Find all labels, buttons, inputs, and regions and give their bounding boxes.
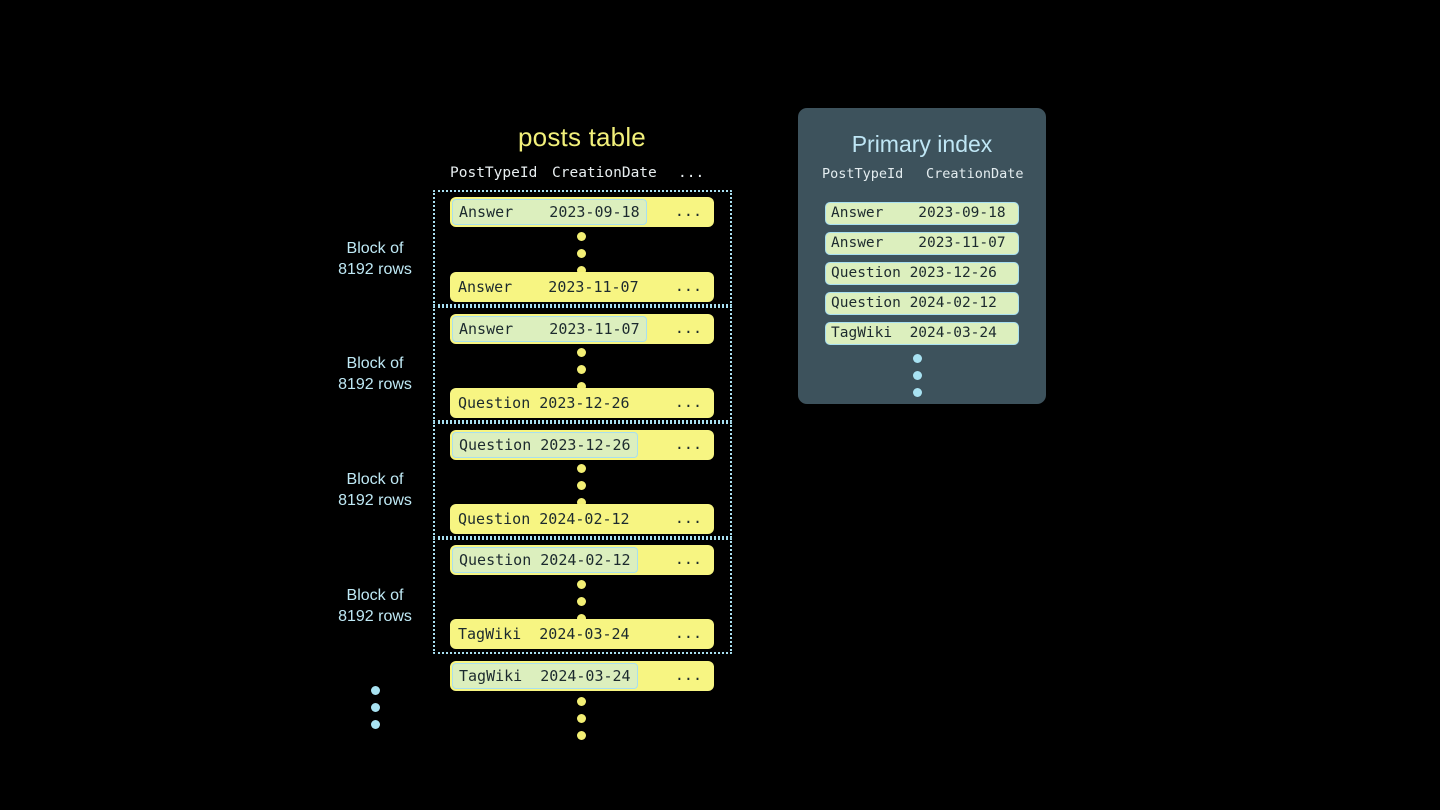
index-row[interactable]: Answer 2023-09-18: [825, 202, 1019, 225]
table-block: [433, 306, 732, 422]
column-header-posttypeid: PostTypeId: [822, 166, 904, 182]
block-label: Block of 8192 rows: [300, 585, 450, 627]
table-row[interactable]: Answer 2023-11-07 ...: [450, 272, 714, 302]
index-row-text: Question 2023-12-26: [831, 265, 997, 281]
block-label-line1: Block of: [346, 587, 404, 604]
index-row-text: Question 2024-02-12: [831, 295, 997, 311]
index-row-text: Answer 2023-11-07: [831, 235, 1006, 251]
table-row[interactable]: Question 2024-02-12 ...: [450, 504, 714, 534]
table-row[interactable]: Question 2024-02-12 ...: [450, 545, 714, 575]
block-label-line2: 8192 rows: [338, 261, 412, 278]
table-continuation-dots: [577, 697, 587, 748]
table-row[interactable]: Answer 2023-11-07 ...: [450, 314, 714, 344]
row-text: Answer 2023-11-07: [452, 316, 647, 342]
row-ellipsis: ...: [674, 666, 702, 684]
row-text: Question 2023-12-26: [452, 432, 638, 458]
row-ellipsis: ...: [674, 550, 702, 568]
index-row-text: TagWiki 2024-03-24: [831, 325, 997, 341]
row-ellipsis: ...: [674, 277, 702, 295]
row-continuation-dots: [577, 464, 587, 515]
row-ellipsis: ...: [674, 393, 702, 411]
table-row[interactable]: Question 2023-12-26 ...: [450, 430, 714, 460]
posts-table-column-headers: PostTypeId CreationDate ...: [450, 165, 714, 187]
column-header-posttypeid: PostTypeId: [450, 165, 538, 181]
block-label-line2: 8192 rows: [338, 376, 412, 393]
row-continuation-dots: [577, 232, 587, 283]
posts-table-title: posts table: [518, 122, 646, 152]
table-row-trailing[interactable]: TagWiki 2024-03-24 ...: [450, 661, 714, 691]
table-row[interactable]: TagWiki 2024-03-24 ...: [450, 619, 714, 649]
block-label-line2: 8192 rows: [338, 608, 412, 625]
index-row[interactable]: Answer 2023-11-07: [825, 232, 1019, 255]
block-label: Block of 8192 rows: [300, 469, 450, 511]
column-header-creationdate: CreationDate: [552, 165, 657, 181]
index-row-text: Answer 2023-09-18: [831, 205, 1006, 221]
row-text: Question 2023-12-26: [458, 394, 630, 412]
block-label: Block of 8192 rows: [300, 353, 450, 395]
row-continuation-dots: [577, 580, 587, 631]
row-text: TagWiki 2024-03-24: [458, 625, 630, 643]
block-continuation-dots: [371, 686, 381, 737]
column-header-creationdate: CreationDate: [926, 166, 1024, 182]
block-label-line1: Block of: [346, 240, 404, 257]
block-label-line1: Block of: [346, 355, 404, 372]
row-ellipsis: ...: [674, 509, 702, 527]
index-row[interactable]: Question 2023-12-26: [825, 262, 1019, 285]
row-text: Question 2024-02-12: [452, 547, 638, 573]
row-ellipsis: ...: [674, 624, 702, 642]
index-row[interactable]: TagWiki 2024-03-24: [825, 322, 1019, 345]
index-continuation-dots: [913, 354, 923, 405]
primary-index-column-headers: PostTypeId CreationDate: [822, 166, 1032, 186]
row-ellipsis: ...: [674, 435, 702, 453]
block-label-line1: Block of: [346, 471, 404, 488]
row-ellipsis: ...: [674, 319, 702, 337]
row-text: TagWiki 2024-03-24: [452, 663, 638, 689]
row-text: Answer 2023-11-07: [458, 278, 639, 296]
table-row[interactable]: Question 2023-12-26 ...: [450, 388, 714, 418]
table-block: [433, 538, 732, 654]
index-row[interactable]: Question 2024-02-12: [825, 292, 1019, 315]
row-continuation-dots: [577, 348, 587, 399]
primary-index-title: Primary index: [851, 131, 993, 157]
table-block: [433, 422, 732, 538]
row-text: Answer 2023-09-18: [452, 199, 647, 225]
row-ellipsis: ...: [674, 202, 702, 220]
primary-index-panel: Primary index PostTypeId CreationDate An…: [798, 108, 1046, 404]
block-label-line2: 8192 rows: [338, 492, 412, 509]
table-row[interactable]: Answer 2023-09-18 ...: [450, 197, 714, 227]
row-text: Question 2024-02-12: [458, 510, 630, 528]
table-block: [433, 190, 732, 306]
block-label: Block of 8192 rows: [300, 238, 450, 280]
column-header-more: ...: [678, 165, 705, 181]
